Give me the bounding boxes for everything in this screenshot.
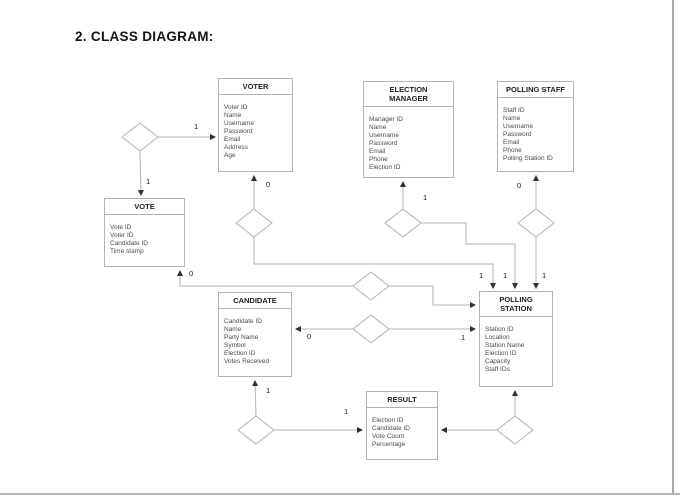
- entity-polling-staff: POLLING STAFF Staff ID Name Username Pas…: [497, 81, 574, 172]
- attribute-row: Candidate ID: [224, 317, 262, 325]
- attribute-row: Password: [224, 127, 253, 135]
- cardinality-label: 1: [542, 271, 547, 280]
- attribute-row: Name: [369, 124, 387, 131]
- connector-cast-to-vote: [177, 270, 353, 287]
- page-heading: 2. CLASS DIAGRAM:: [75, 29, 214, 44]
- cardinality-label: 0: [307, 332, 312, 341]
- attribute-row: Location: [485, 334, 510, 341]
- attribute-row: Email: [224, 135, 241, 143]
- connector-votes-to-vote: [137, 150, 144, 196]
- attribute-row: Username: [369, 132, 399, 139]
- attribute-row: Station ID: [485, 326, 514, 333]
- cardinality-label: 0: [189, 269, 194, 278]
- attribute-row: Station Name: [485, 342, 525, 349]
- attribute-row: Election ID: [372, 416, 404, 424]
- cardinality-label: 1: [344, 407, 349, 416]
- attribute-row: Votes Received: [224, 357, 270, 365]
- attribute-row: Voter ID: [224, 103, 248, 111]
- cardinality-label: 1: [266, 386, 271, 395]
- entity-attributes-polling-staff: Staff ID Name Username Password Email Ph…: [498, 98, 573, 163]
- attribute-row: Name: [224, 111, 242, 119]
- cardinality-label: 1: [146, 177, 151, 186]
- entity-title-election-manager: ELECTION MANAGER: [364, 82, 453, 107]
- cardinality-label: 1: [479, 271, 484, 280]
- attribute-row: Time stamp: [110, 247, 144, 255]
- attribute-row: Name: [503, 114, 521, 122]
- entity-title-polling-station: POLLING STATION: [480, 292, 552, 317]
- attribute-row: Election ID: [485, 350, 517, 357]
- entity-attributes-candidate: Candidate ID Name Party Name Symbol Elec…: [219, 309, 291, 366]
- relationship-diamond-vote-station: [352, 271, 390, 301]
- entity-title-polling-staff: POLLING STAFF: [498, 82, 573, 98]
- attribute-row: Staff ID: [503, 106, 525, 114]
- connector-manager-to-station: [421, 222, 518, 289]
- attribute-row: Staff IDs: [485, 366, 510, 373]
- attribute-row: Password: [369, 140, 398, 147]
- cardinality-label: 1: [194, 122, 199, 131]
- entity-attributes-result: Election ID Candidate ID Vote Count Perc…: [367, 408, 437, 449]
- entity-voter: VOTER Voter ID Name Username Password Em…: [218, 78, 293, 172]
- attribute-row: Polling Station ID: [503, 154, 553, 162]
- relationship-diamond-candidate-result: [237, 415, 275, 445]
- connector-voter-to-station: [253, 237, 496, 289]
- attribute-row: Email: [369, 148, 386, 155]
- connector-vote-to-station: [389, 285, 476, 308]
- entity-attributes-election-manager: Manager ID Name Username Password Email …: [364, 107, 453, 172]
- attribute-row: Name: [224, 325, 242, 333]
- relationship-diamond-candidate-station: [352, 314, 390, 344]
- attribute-row: Age: [224, 151, 236, 159]
- attribute-row: Vote Count: [372, 432, 405, 440]
- cardinality-label: 1: [461, 333, 466, 342]
- attribute-row: Phone: [369, 156, 388, 163]
- attribute-row: Email: [503, 138, 520, 146]
- entity-title-voter: VOTER: [219, 79, 292, 95]
- attribute-row: Symbol: [224, 341, 246, 349]
- attribute-row: Candidate ID: [372, 424, 410, 432]
- cardinality-label: 0: [517, 181, 522, 190]
- entity-title-result: RESULT: [367, 392, 437, 408]
- attribute-row: Manager ID: [369, 116, 403, 123]
- relationship-diamond-voter-vote: [121, 122, 159, 152]
- relationship-diamond-station-result: [496, 415, 534, 445]
- attribute-row: Election ID: [224, 349, 256, 357]
- entity-election-manager: ELECTION MANAGER Manager ID Name Usernam…: [363, 81, 454, 178]
- cardinality-label: 1: [503, 271, 508, 280]
- entity-attributes-vote: Vote ID Voter ID Candidate ID Time stamp: [105, 215, 184, 256]
- entity-attributes-polling-station: Station ID Location Station Name Electio…: [480, 317, 552, 374]
- entity-attributes-voter: Voter ID Name Username Password Email Ad…: [219, 95, 292, 160]
- attribute-row: Address: [224, 143, 248, 151]
- entity-title-candidate: CANDIDATE: [219, 293, 291, 309]
- attribute-row: Capacity: [485, 358, 511, 365]
- attribute-row: Percentage: [372, 440, 406, 448]
- attribute-row: Username: [224, 119, 254, 127]
- attribute-row: Election ID: [369, 164, 401, 171]
- entity-polling-station: POLLING STATION Station ID Location Stat…: [479, 291, 553, 387]
- relationship-diamond-voter-station: [235, 208, 273, 238]
- attribute-row: Candidate ID: [110, 239, 148, 247]
- relationship-diamond-manager-station: [384, 208, 422, 238]
- cardinality-label: 1: [423, 193, 428, 202]
- attribute-row: Vote ID: [110, 223, 132, 231]
- page-edge-horizontal: [0, 493, 680, 495]
- relationship-diamond-staff-station: [517, 208, 555, 238]
- attribute-row: Voter ID: [110, 231, 134, 239]
- cardinality-label: 0: [266, 180, 271, 189]
- attribute-row: Phone: [503, 146, 522, 154]
- attribute-row: Party Name: [224, 333, 259, 341]
- page-edge-vertical: [672, 0, 674, 494]
- entity-title-vote: VOTE: [105, 199, 184, 215]
- attribute-row: Password: [503, 130, 532, 138]
- attribute-row: Username: [503, 122, 533, 130]
- entity-candidate: CANDIDATE Candidate ID Name Party Name S…: [218, 292, 292, 377]
- entity-vote: VOTE Vote ID Voter ID Candidate ID Time …: [104, 198, 185, 267]
- entity-result: RESULT Election ID Candidate ID Vote Cou…: [366, 391, 438, 460]
- connector-gets-to-candidate: [252, 380, 259, 417]
